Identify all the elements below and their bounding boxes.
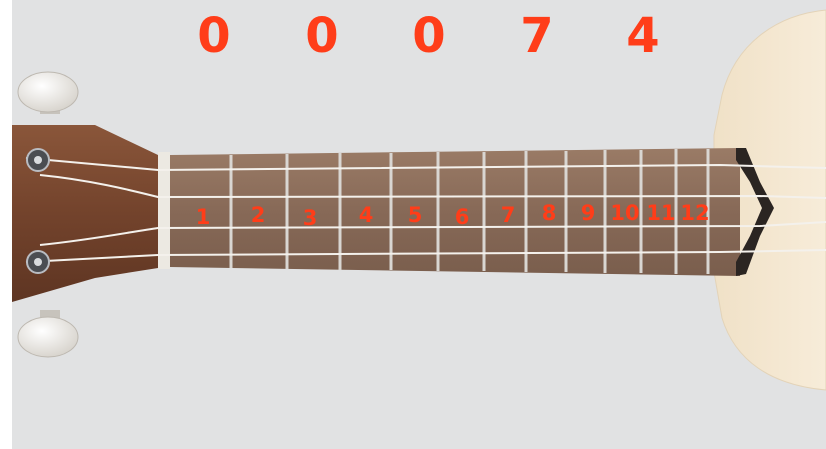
fret-number: 9 [581, 201, 596, 225]
fret-number: 7 [501, 203, 516, 227]
fret-number: 2 [251, 203, 266, 227]
fret-number: 11 [646, 201, 675, 225]
tuning-peg-icon [18, 72, 78, 114]
fret-number: 10 [610, 201, 639, 225]
fret-number: 5 [408, 203, 423, 227]
fret-number: 4 [359, 203, 374, 227]
fret-number: 12 [680, 201, 709, 225]
tuning-peg-icon [18, 310, 78, 357]
fret-number: 1 [196, 205, 211, 229]
fret-number: 8 [542, 201, 557, 225]
fret-number: 6 [455, 205, 470, 229]
fret-number: 3 [303, 206, 318, 230]
tuning-post-icon [27, 149, 49, 171]
tuning-post-icon [27, 251, 49, 273]
